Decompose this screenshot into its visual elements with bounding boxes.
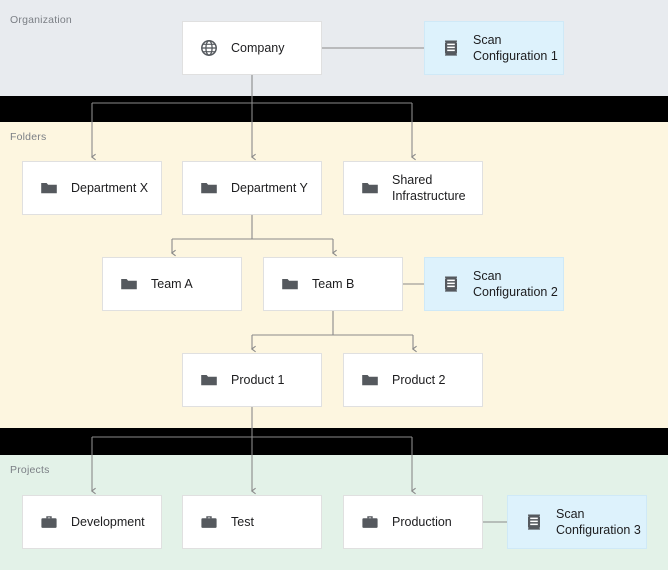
briefcase-icon [199, 512, 219, 532]
node-company[interactable]: Company [182, 21, 322, 75]
band-label-folders: Folders [10, 131, 47, 143]
node-product-2[interactable]: Product 2 [343, 353, 483, 407]
node-label: Development [71, 515, 145, 529]
node-label: Product 1 [231, 373, 285, 387]
node-label: Test [231, 515, 254, 529]
folder-icon [280, 274, 300, 294]
node-scan-configuration-3[interactable]: Scan Configuration 3 [507, 495, 647, 549]
folder-icon [119, 274, 139, 294]
briefcase-icon [360, 512, 380, 532]
folder-icon [199, 370, 219, 390]
scan-icon [441, 38, 461, 58]
node-label: Scan Configuration 3 [556, 507, 641, 537]
scan-icon [524, 512, 544, 532]
globe-icon [199, 38, 219, 58]
folder-icon [39, 178, 59, 198]
folder-icon [360, 178, 380, 198]
node-test[interactable]: Test [182, 495, 322, 549]
node-label: Scan Configuration 2 [473, 269, 558, 299]
node-label: Production [392, 515, 452, 529]
node-label: Scan Configuration 1 [473, 33, 558, 63]
node-label: Department X [71, 181, 149, 195]
band-label-organization: Organization [10, 14, 72, 26]
node-label: Shared Infrastructure [392, 173, 466, 203]
node-label: Department Y [231, 181, 308, 195]
node-product-1[interactable]: Product 1 [182, 353, 322, 407]
node-department-y[interactable]: Department Y [182, 161, 322, 215]
folder-icon [199, 178, 219, 198]
band-organization [0, 0, 668, 96]
scan-icon [441, 274, 461, 294]
node-team-b[interactable]: Team B [263, 257, 403, 311]
briefcase-icon [39, 512, 59, 532]
node-production[interactable]: Production [343, 495, 483, 549]
band-label-projects: Projects [10, 464, 50, 476]
node-label: Team A [151, 277, 193, 291]
node-label: Product 2 [392, 373, 446, 387]
node-label: Team B [312, 277, 355, 291]
node-scan-configuration-2[interactable]: Scan Configuration 2 [424, 257, 564, 311]
node-development[interactable]: Development [22, 495, 162, 549]
node-department-x[interactable]: Department X [22, 161, 162, 215]
node-scan-configuration-1[interactable]: Scan Configuration 1 [424, 21, 564, 75]
node-team-a[interactable]: Team A [102, 257, 242, 311]
node-label: Company [231, 41, 285, 55]
node-shared-infrastructure[interactable]: Shared Infrastructure [343, 161, 483, 215]
folder-icon [360, 370, 380, 390]
